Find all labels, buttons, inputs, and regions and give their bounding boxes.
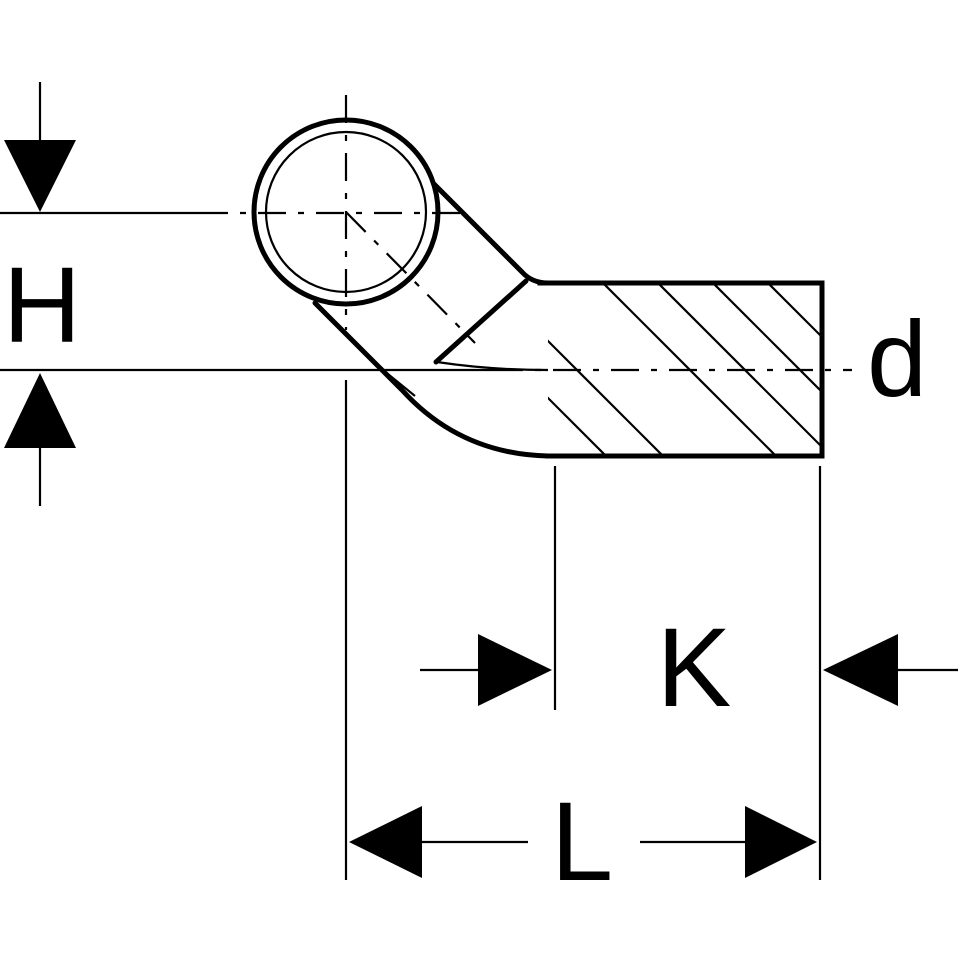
dimension-k <box>420 466 958 880</box>
label-d: d <box>867 298 927 419</box>
center-lines <box>200 95 852 372</box>
label-k: K <box>657 605 732 730</box>
elbow-outline <box>312 172 551 459</box>
socket-outline <box>537 280 825 459</box>
dimension-h <box>0 82 495 506</box>
label-h: H <box>3 244 81 365</box>
elbow-inner-line <box>382 360 549 397</box>
label-l: L <box>551 779 613 904</box>
dimension-l <box>344 380 817 880</box>
